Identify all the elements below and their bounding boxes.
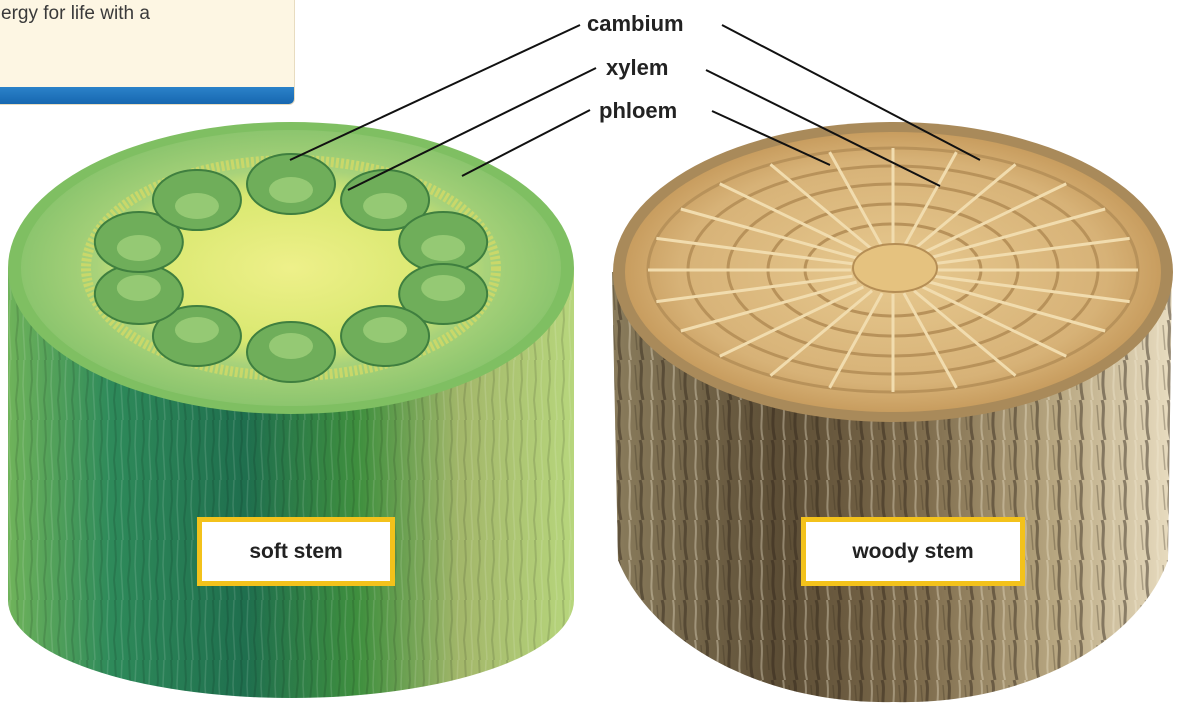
soft-stem-label: soft stem bbox=[197, 517, 395, 586]
woody-stem-illustration bbox=[612, 122, 1173, 702]
vascular-bundle-xylem bbox=[363, 317, 407, 343]
woody-stem-label: woody stem bbox=[801, 517, 1025, 586]
vascular-bundle-xylem bbox=[117, 235, 161, 261]
vascular-bundle-xylem bbox=[175, 317, 219, 343]
cambium-pointer-soft bbox=[290, 25, 580, 160]
vascular-bundle-xylem bbox=[421, 275, 465, 301]
vascular-bundle-xylem bbox=[269, 333, 313, 359]
vascular-bundle-xylem bbox=[363, 193, 407, 219]
phloem-pointer-soft bbox=[462, 110, 590, 176]
vascular-bundle-xylem bbox=[175, 193, 219, 219]
soft-stem-illustration bbox=[8, 122, 574, 698]
vascular-bundle-xylem bbox=[269, 177, 313, 203]
label-cambium: cambium bbox=[587, 11, 684, 37]
label-phloem: phloem bbox=[599, 98, 677, 124]
woody-stem-pith bbox=[853, 244, 937, 292]
vascular-bundle-xylem bbox=[117, 275, 161, 301]
label-xylem: xylem bbox=[606, 55, 668, 81]
vascular-bundle-xylem bbox=[421, 235, 465, 261]
